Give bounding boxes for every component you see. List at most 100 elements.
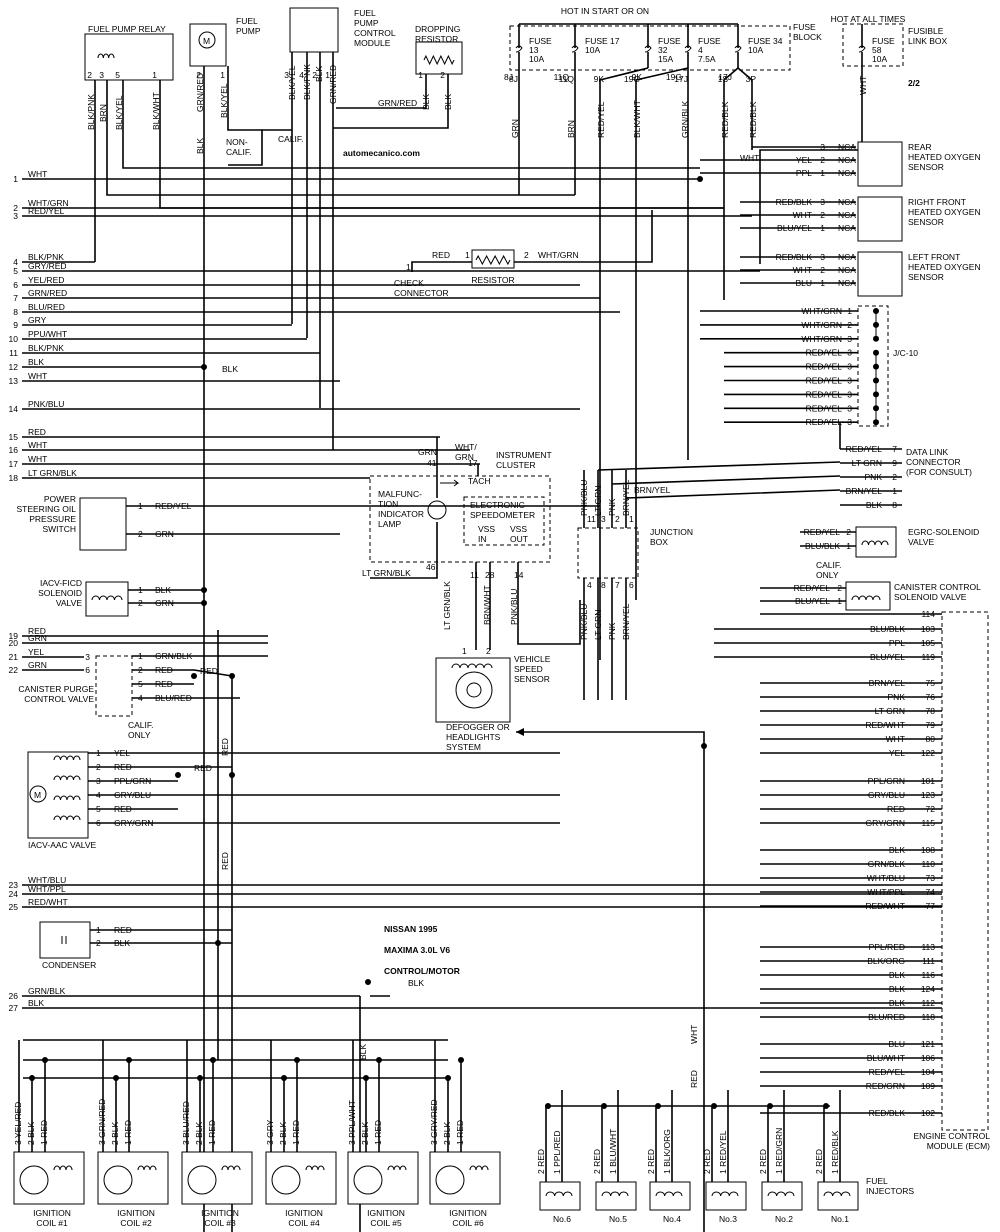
fuse-label-0: FUSE: [529, 36, 552, 46]
splice-dot: [873, 335, 879, 342]
fuse-label-3: FUSE: [698, 36, 721, 46]
cond-pin-1: 2: [96, 938, 101, 948]
junction-box-label: JUNCTION: [650, 527, 693, 537]
splice-dot: [294, 1057, 300, 1063]
speedometer-label: SPEEDOMETER: [470, 510, 535, 520]
splice-dot: [458, 1057, 464, 1063]
left-row-wire-20: GRN: [28, 633, 47, 643]
fusible-link-box-label: FUSIBLE: [908, 26, 944, 36]
o2-sensor-label-2: HEATED OXYGEN: [908, 262, 981, 272]
vss-pin-2: 2: [486, 646, 491, 656]
inj-w2-1: 2 RED: [592, 1149, 602, 1174]
nca-0-1: NCA: [838, 155, 856, 165]
ecm-label: ENGINE CONTROL: [913, 1131, 990, 1141]
purge-pin-1: 2: [138, 665, 143, 675]
jb-top-pin-0: 11: [587, 514, 596, 524]
inj-w1-5: 1 RED/BLK: [830, 1130, 840, 1174]
ecm-wire-80: WHT: [886, 734, 905, 744]
cl-wire-41: GRN: [418, 447, 437, 457]
splice-dot: [363, 1075, 369, 1081]
splice-dot: [210, 1057, 216, 1063]
relay-wire-5: [122, 80, 700, 169]
cl-46-line: [370, 522, 438, 579]
tw5: BLK/YEL: [219, 83, 229, 118]
purge-pin-2: 5: [138, 679, 143, 689]
left-row-num-23: 23: [9, 880, 19, 890]
vss-label: VEHICLE: [514, 654, 551, 664]
splice-dot: [126, 1057, 132, 1063]
vss-label: SPEED: [514, 664, 543, 674]
ficd-coil: [91, 595, 123, 601]
fpcm-label: PUMP: [354, 18, 379, 28]
canister-ctrl-note: CALIF.: [816, 560, 842, 570]
ecm-wire-76: PNK: [888, 692, 906, 702]
left-row-num-20: 20: [9, 638, 19, 648]
o2-pin-1-0: 3: [820, 197, 825, 207]
egrc-wire-0: RED/YEL: [804, 527, 841, 537]
row12-blk: BLK: [222, 364, 238, 374]
vss-out-label: OUT: [510, 534, 528, 544]
egrc-label: EGRC-SOLENOID: [908, 527, 979, 537]
cl-pin-17: 17: [468, 458, 478, 468]
pin-8j: 8J: [509, 74, 518, 84]
aac-coil: [53, 755, 81, 761]
ecm-wire-74: WHT/PPL: [867, 887, 905, 897]
nca-1-0: NCA: [838, 197, 856, 207]
canister-ctrl-label: SOLENOID VALVE: [894, 592, 967, 602]
o2-wire-2-2: BLU: [795, 278, 812, 288]
jb-top-pin-3: 1: [629, 514, 634, 524]
left-row-num-17: 17: [9, 459, 19, 469]
mil-label: INDICATOR: [378, 509, 424, 519]
mil-label: MALFUNC-: [378, 489, 422, 499]
left-row-wire-15: RED: [28, 427, 46, 437]
jc-pin-7: 3: [847, 403, 852, 413]
splice-dot: [29, 1075, 35, 1081]
o2-pin-1-1: 2: [820, 210, 825, 220]
ecm-wire-124: BLK: [889, 984, 905, 994]
aac-wire-1: RED: [114, 762, 132, 772]
coil-winding: [137, 1165, 157, 1171]
dropping-resistor: [415, 41, 463, 75]
inj-w1-4: 1 RED/GRN: [774, 1128, 784, 1174]
ecm-label: MODULE (ECM): [927, 1141, 990, 1151]
ecm-wire-121: BLU: [888, 1039, 905, 1049]
w-redblk2: RED/BLK: [748, 101, 758, 138]
aac-pin-4: 5: [96, 804, 101, 814]
ficd-label: IACV-FICD: [40, 578, 82, 588]
condenser: [39, 921, 91, 959]
nca-0-0: NCA: [838, 142, 856, 152]
cl-wire-17: GRN: [455, 452, 474, 462]
cond-wire-1: BLK: [114, 938, 130, 948]
check-connector-label: CHECK: [394, 278, 424, 288]
inj-w1-1: 1 BLU/WHT: [608, 1129, 618, 1174]
top-pin-10: 1: [418, 70, 423, 80]
cl-14-line: [517, 562, 581, 645]
left-row-num-8: 8: [13, 307, 18, 317]
left-row-wire-19: RED: [28, 626, 46, 636]
canister-coil: [851, 595, 881, 601]
coil-w1-5: 1 RED: [455, 1120, 465, 1145]
coil-wires-4: [352, 1040, 380, 1152]
left-row-num-25: 25: [9, 902, 19, 912]
fuse-pin-4: 17J: [718, 72, 732, 82]
ecm-pin-116: 116: [921, 970, 935, 980]
fuel-injector-2: [595, 1181, 637, 1211]
tw6: BLK/YEL: [287, 65, 297, 100]
vss-rotor: [455, 671, 493, 709]
dlc-pin-4: 8: [892, 500, 897, 510]
jc-wire-3: RED/YEL: [806, 348, 843, 358]
coil-label-2: COIL #2: [120, 1218, 152, 1228]
left-row-wire-6: YEL/RED: [28, 275, 64, 285]
pin-19g: 19G: [624, 74, 640, 84]
nca-1-1: NCA: [838, 210, 856, 220]
wire-red-yel: [599, 67, 649, 660]
left-row-wire-17: WHT: [28, 454, 47, 464]
left-row-wire-14: PNK/BLU: [28, 399, 64, 409]
inj-w2-0: 2 RED: [536, 1149, 546, 1174]
fuel-injector-4: [705, 1181, 747, 1211]
fuse-label-4: 10A: [748, 45, 763, 55]
o2-wire-0-2: PPL: [796, 168, 812, 178]
dlc-pin-0: 7: [892, 444, 897, 454]
ecm-module: [941, 611, 989, 1131]
splice-dot: [229, 673, 235, 679]
